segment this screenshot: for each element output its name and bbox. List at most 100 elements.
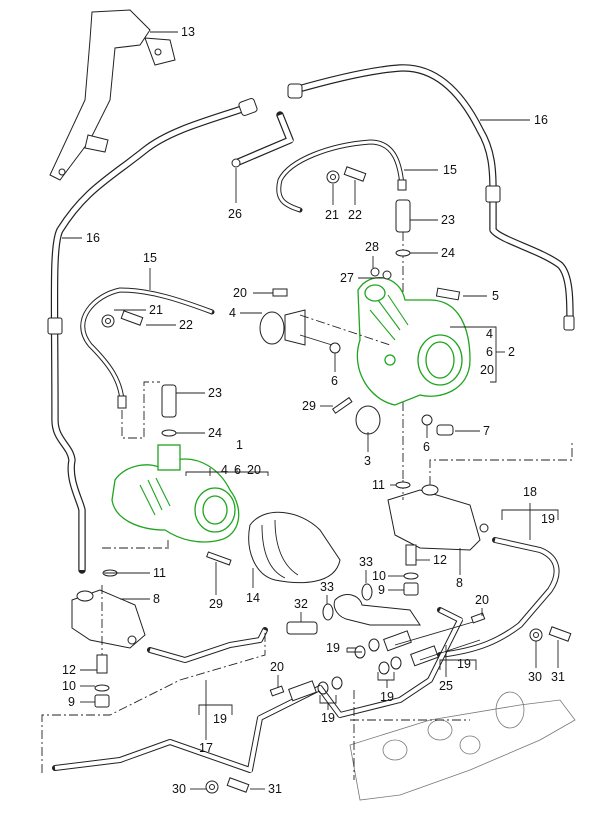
callout-19a: 19 (326, 641, 340, 655)
callout-9-left: 9 (68, 695, 75, 709)
callout-15-right: 15 (443, 163, 457, 177)
oil-supply-line-right (276, 139, 407, 213)
bolt-31-right (548, 626, 572, 642)
stud-29-left (206, 551, 232, 566)
callout-1-sub-20: 20 (247, 463, 261, 477)
heat-shield-14 (248, 511, 341, 584)
callout-9-right: 9 (378, 583, 385, 597)
hollow-bolt-32 (286, 621, 318, 635)
callout-33b: 33 (320, 580, 334, 594)
nut-28 (370, 267, 380, 277)
callout-10-right: 10 (372, 569, 386, 583)
hollow-screw-12-right (405, 544, 417, 566)
callout-1: 1 (236, 438, 243, 452)
wastegate-actuator-4-right (259, 309, 391, 346)
callout-2-sub-6: 6 (486, 345, 493, 359)
seal-ring-10-right (403, 572, 419, 580)
callout-2-sub-20: 20 (480, 363, 494, 377)
callout-2: 2 (508, 345, 515, 359)
callout-32: 32 (294, 597, 308, 611)
callout-29-left: 29 (209, 597, 223, 611)
o-rings-19 (317, 638, 402, 695)
oil-supply-line-left (80, 287, 215, 409)
screw-20-actuator (272, 288, 288, 297)
callout-27: 27 (340, 271, 354, 285)
oil-collector-8-left (71, 547, 168, 660)
callout-8-right: 8 (456, 576, 463, 590)
plug-9-left (94, 694, 110, 708)
oil-line-18 (437, 537, 560, 658)
callout-19b: 19 (380, 690, 394, 704)
hose-26 (231, 111, 294, 168)
banjo-fitting (333, 594, 421, 626)
washer-27 (382, 270, 392, 280)
callout-29-right: 29 (302, 399, 316, 413)
callout-16-left: 16 (86, 231, 100, 245)
engine-crankcase-ghost (349, 690, 576, 801)
banjo-right (288, 680, 317, 702)
callout-3: 3 (364, 454, 371, 468)
callout-17-sub-19: 19 (213, 712, 227, 726)
clamp-30-left (205, 780, 219, 794)
screw-20-b (470, 612, 486, 624)
callout-1-sub-4: 4 (221, 463, 228, 477)
hollow-screw-12-left (96, 654, 108, 674)
callout-12-left: 12 (62, 663, 76, 677)
oil-line-25 (383, 619, 481, 667)
callout-31-right: 31 (551, 670, 565, 684)
leader-lines (62, 31, 559, 790)
callout-23-left: 23 (208, 386, 222, 400)
callout-24-right: 24 (441, 246, 455, 260)
callout-22-left: 22 (179, 318, 193, 332)
clamp-ring-3 (355, 405, 381, 435)
callout-20c: 20 (270, 660, 284, 674)
callout-25-sub-19: 19 (457, 657, 471, 671)
clamp-21-right (326, 170, 340, 184)
callout-13: 13 (181, 25, 195, 39)
callout-26: 26 (228, 207, 242, 221)
callout-12-right: 12 (433, 553, 447, 567)
turbocharger-left (111, 444, 240, 550)
callout-30-right: 30 (528, 670, 542, 684)
callout-17: 17 (199, 741, 213, 755)
callout-28: 28 (365, 240, 379, 254)
callout-2-sub-4: 4 (486, 327, 493, 341)
seal-ring-10-left (94, 684, 110, 692)
callout-6b: 6 (423, 440, 430, 454)
callout-18: 18 (523, 485, 537, 499)
callout-8-left: 8 (153, 592, 160, 606)
callout-5: 5 (492, 289, 499, 303)
callout-16-right: 16 (534, 113, 548, 127)
screw-20-c (269, 685, 285, 697)
bolt-31-left (226, 777, 250, 793)
bolt-22-right (343, 166, 367, 182)
clamp-21-left (101, 314, 115, 328)
callout-21-left: 21 (149, 303, 163, 317)
hollow-screw-23-left (121, 381, 177, 439)
callout-21-right: 21 (325, 208, 339, 222)
nut-6a (329, 342, 341, 354)
oil-return-pipe-left (47, 98, 258, 574)
callout-7: 7 (483, 424, 490, 438)
oil-collector-8-right (387, 440, 573, 551)
callout-11-right: 11 (372, 478, 385, 492)
nut-6b (421, 414, 433, 426)
callout-11-left: 11 (153, 566, 166, 580)
seal-ring-33b (361, 583, 373, 601)
bolt-5 (435, 287, 461, 301)
callout-20-actuator: 20 (233, 286, 247, 300)
seal-ring-33a (322, 603, 334, 621)
callout-23-right: 23 (441, 213, 455, 227)
oil-return-pipe-right (287, 64, 575, 331)
plug-9-right (403, 582, 419, 596)
bolt-22-left (120, 310, 144, 326)
callout-6a: 6 (331, 374, 338, 388)
clip-7 (436, 424, 454, 436)
bracket-13 (49, 9, 176, 181)
callout-20b: 20 (475, 593, 489, 607)
turbocharger-right (356, 277, 471, 406)
callout-15-left: 15 (143, 251, 157, 265)
callout-24-left: 24 (208, 426, 222, 440)
callout-1-sub-6: 6 (234, 463, 241, 477)
callout-33a: 33 (359, 555, 373, 569)
